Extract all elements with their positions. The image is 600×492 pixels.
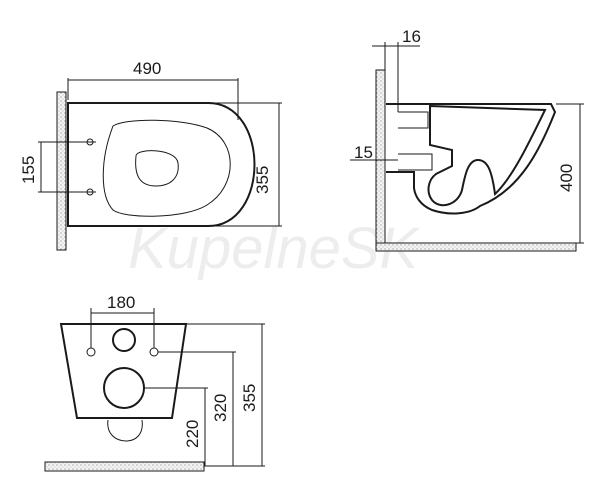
dim-320-label: 320 (211, 394, 230, 422)
dim-490-label: 490 (133, 59, 161, 78)
top-view-rim-hole (135, 150, 179, 187)
side-view-bowl-section (427, 104, 547, 207)
dim-355-front-label: 355 (240, 384, 259, 412)
side-view-outlet (398, 153, 433, 171)
side-view-floor (375, 242, 577, 252)
dim-220-label: 220 (183, 420, 202, 448)
front-view-foot (107, 419, 143, 442)
dim-180-label: 180 (107, 293, 135, 312)
side-view-body-outline (386, 103, 557, 215)
side-view: 16 15 400 (350, 27, 584, 252)
dim-355-label: 355 (253, 166, 272, 194)
top-view-seat-opening (102, 119, 231, 217)
dim-400-label: 400 (557, 164, 576, 192)
side-view-inlet (398, 111, 429, 129)
front-view-inlet-hole (112, 328, 136, 352)
top-view: 490 355 155 (19, 59, 282, 251)
front-view-bolt-right (149, 347, 159, 357)
front-view-outlet-hole (103, 367, 145, 409)
top-view-wall (56, 91, 67, 251)
top-view-bowl-outline (67, 102, 256, 227)
front-view-bolt-left (86, 347, 96, 357)
dim-16-label: 16 (402, 27, 421, 46)
dim-15-label: 15 (354, 143, 373, 162)
dim-155-label: 155 (19, 156, 38, 184)
front-view-body-outline (59, 323, 188, 419)
front-view-floor (44, 461, 205, 472)
front-view: 180 220 320 355 (44, 293, 265, 472)
